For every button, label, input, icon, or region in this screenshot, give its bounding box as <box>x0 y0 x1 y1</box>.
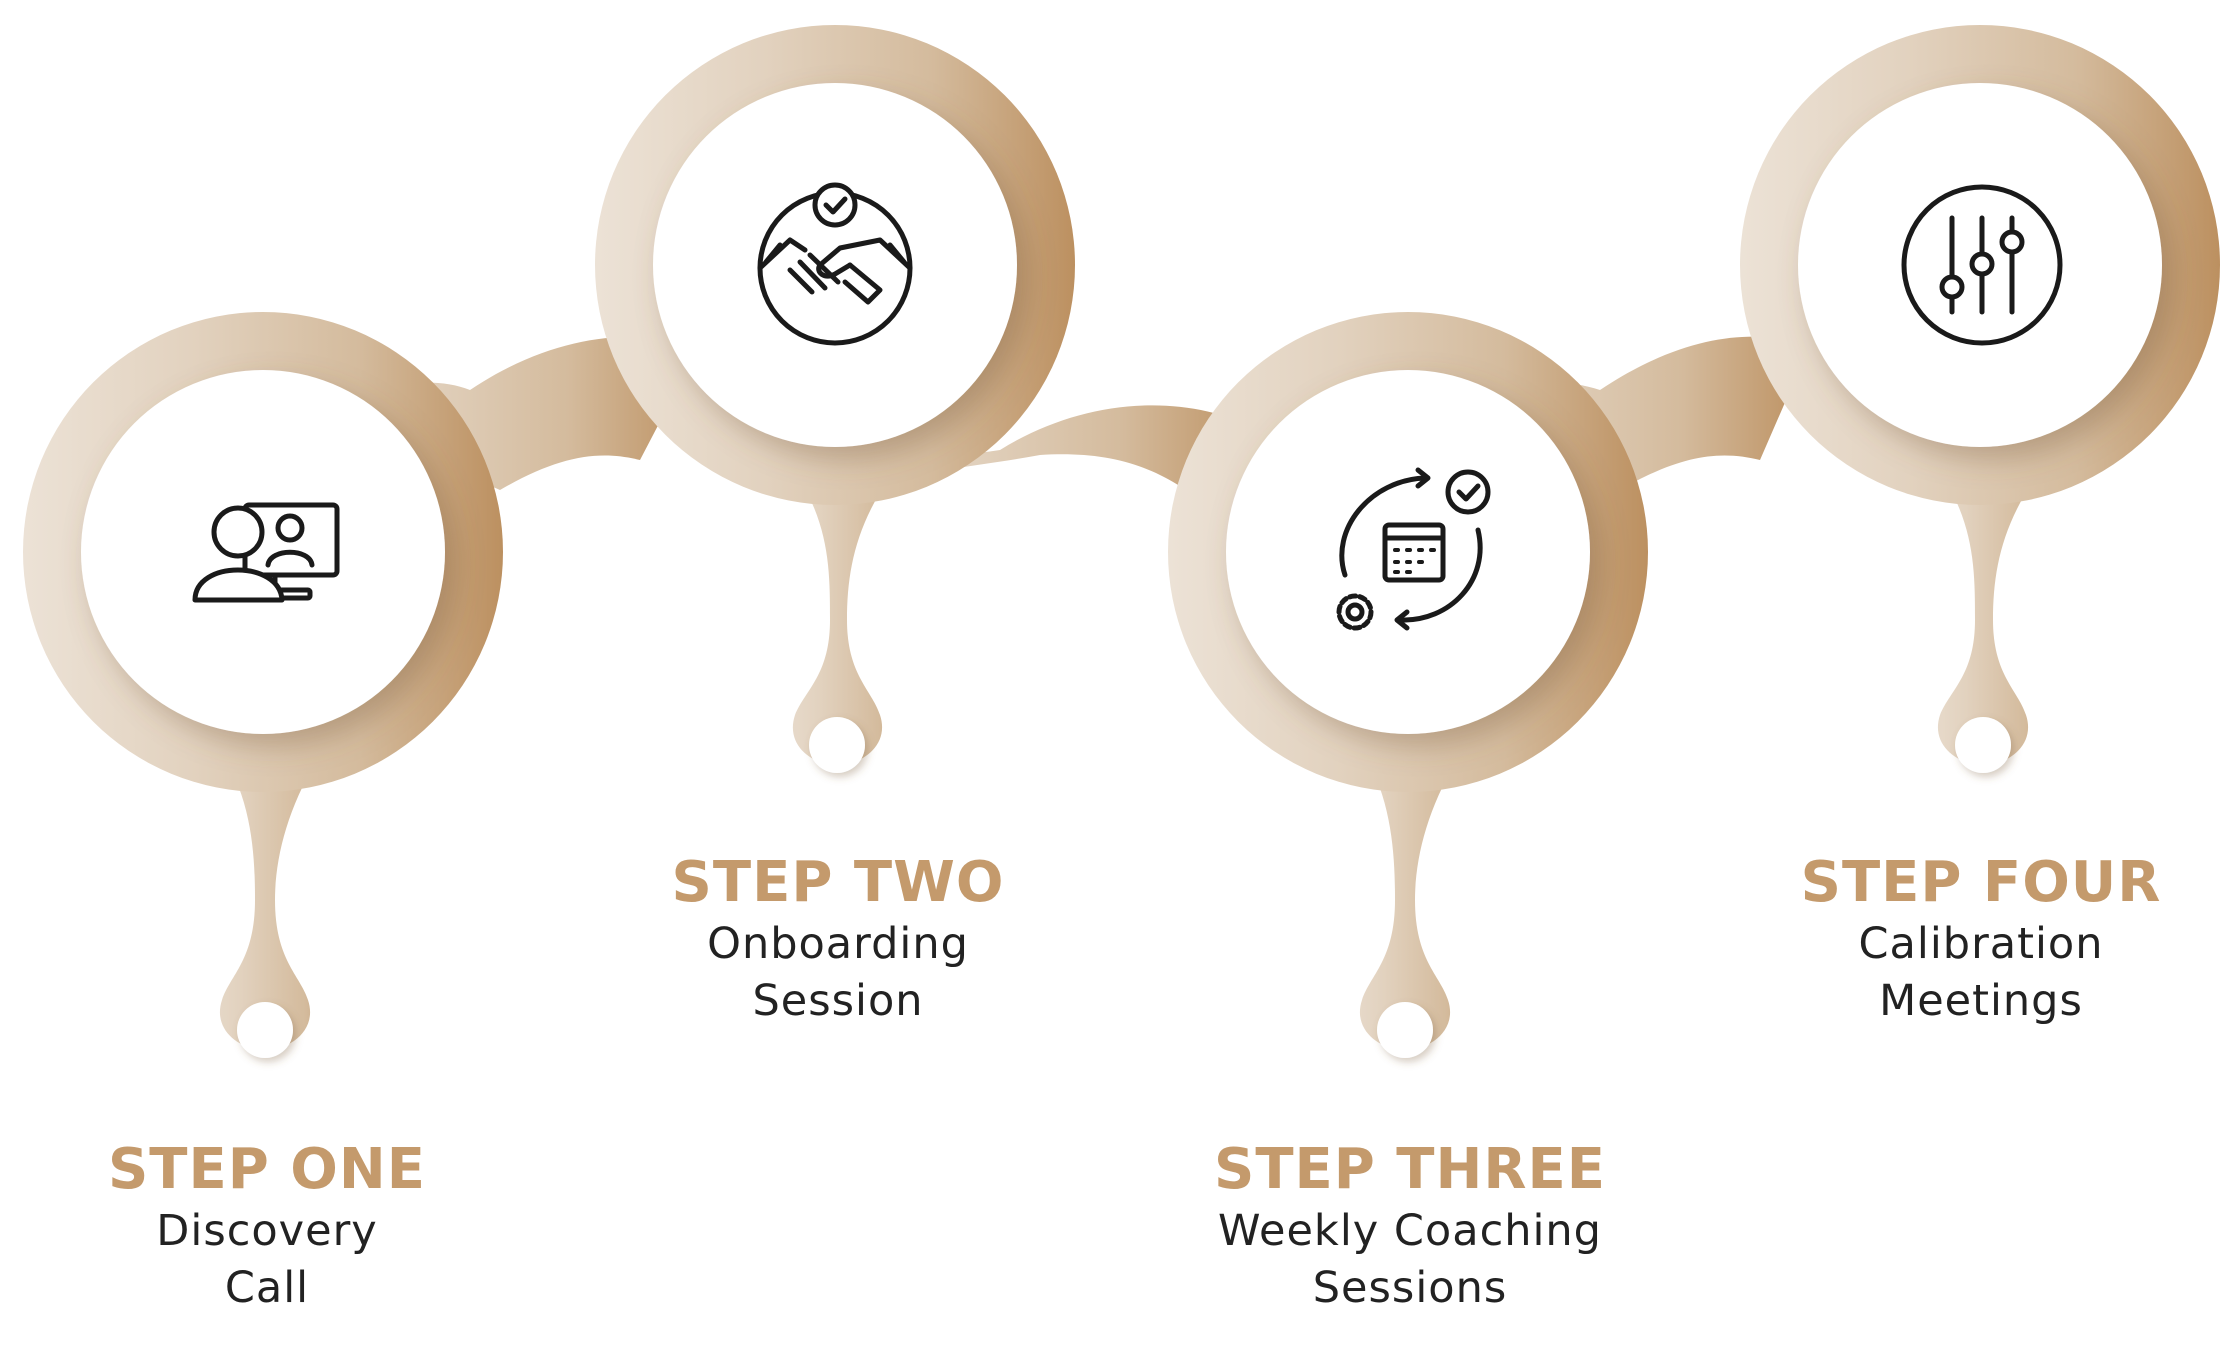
step-subtitle-line: Onboarding <box>707 919 969 969</box>
step-title: STEP THREE <box>1213 1137 1607 1202</box>
discs <box>81 83 2162 734</box>
stem-ring-4 <box>1955 717 2011 773</box>
step-title: STEP FOUR <box>1800 850 2162 915</box>
stem-3 <box>1320 700 1500 1050</box>
step-four-label: STEP FOUR Calibration Meetings <box>1721 850 2239 1030</box>
step-subtitle-line: Sessions <box>1312 1263 1508 1313</box>
step-title: STEP TWO <box>671 850 1005 915</box>
handshake-icon <box>757 182 913 346</box>
calendar-cycle-icon <box>1336 467 1491 631</box>
stem-1 <box>175 700 360 1050</box>
stem-4 <box>1905 430 2076 765</box>
step-subtitle-line: Calibration <box>1858 919 2104 969</box>
disc-1 <box>81 370 445 734</box>
sliders-icon <box>1901 184 2063 346</box>
stem-rings <box>237 717 2011 1058</box>
step-subtitle-line: Weekly Coaching <box>1218 1206 1602 1256</box>
step-one-label: STEP ONE Discovery Call <box>7 1137 527 1317</box>
step-subtitle-line: Discovery <box>156 1206 378 1256</box>
step-three-label: STEP THREE Weekly Coaching Sessions <box>1150 1137 1670 1317</box>
step-subtitle-line: Meetings <box>1879 976 2083 1026</box>
stem-2 <box>760 430 930 765</box>
disc-2 <box>653 83 1017 447</box>
video-call-icon <box>192 502 340 603</box>
stem-ring-2 <box>809 717 865 773</box>
step-subtitle-line: Call <box>224 1263 310 1313</box>
step-two-label: STEP TWO Onboarding Session <box>578 850 1098 1030</box>
step-subtitle-line: Session <box>752 976 924 1026</box>
connector-2-3 <box>800 400 1260 540</box>
stem-ring-1 <box>237 1002 293 1058</box>
stem-ring-3 <box>1377 1002 1433 1058</box>
step-title: STEP ONE <box>107 1137 427 1202</box>
